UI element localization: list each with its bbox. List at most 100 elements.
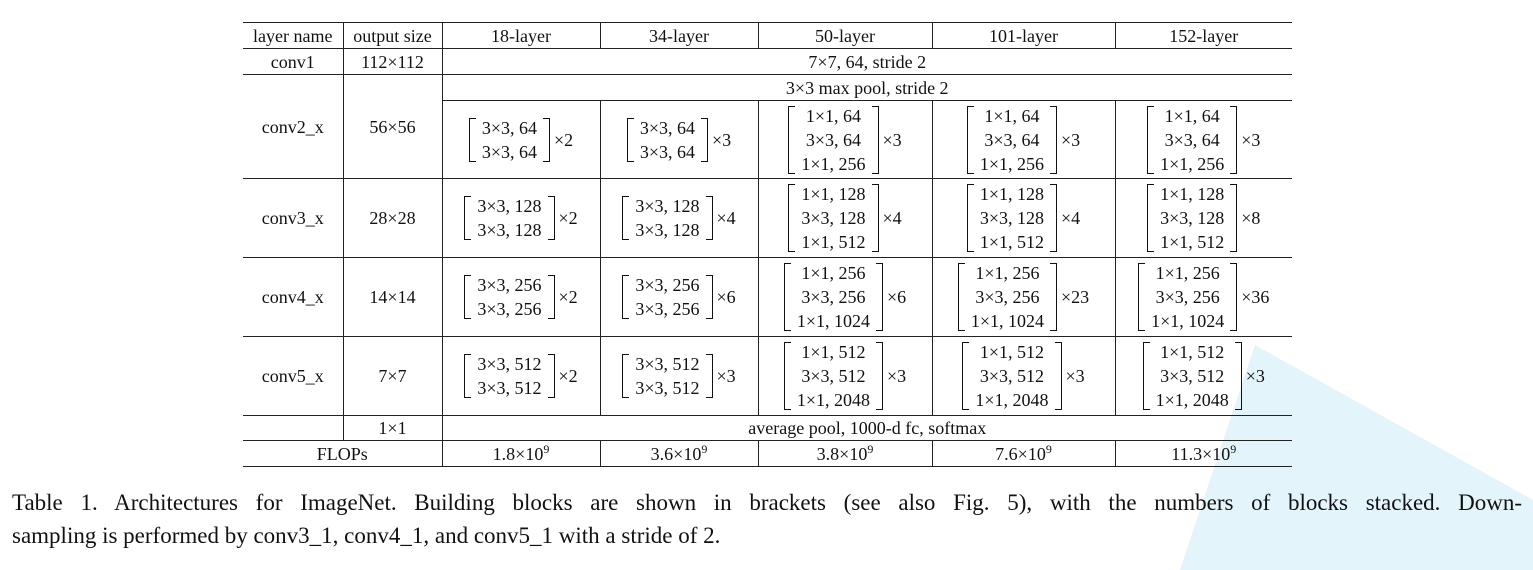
layer-name: conv1 bbox=[243, 48, 344, 75]
left-bracket bbox=[1147, 105, 1155, 174]
right-bracket bbox=[876, 342, 883, 410]
left-bracket bbox=[1142, 342, 1150, 410]
flops-value: 7.6×109 bbox=[931, 440, 1116, 467]
block-multiplier: ×2 bbox=[558, 208, 578, 228]
flops-base: 3.8×10 bbox=[816, 443, 868, 464]
block-multiplier: ×3 bbox=[712, 129, 732, 150]
block-layer: 3×3, 512 bbox=[477, 378, 542, 398]
block-layer: 3×3, 128 bbox=[477, 220, 542, 240]
left-bracket bbox=[622, 354, 630, 398]
right-bracket bbox=[1230, 105, 1238, 174]
right-bracket bbox=[701, 117, 708, 162]
block-multiplier: ×23 bbox=[1061, 287, 1090, 307]
left-bracket bbox=[464, 275, 472, 319]
output-size: 28×28 bbox=[342, 178, 443, 258]
block-multiplier: ×6 bbox=[716, 287, 736, 307]
conv1-row: conv1 112×112 7×7, 64, stride 2 bbox=[243, 48, 1292, 75]
block-multiplier: ×3 bbox=[1241, 129, 1261, 150]
right-bracket bbox=[1230, 184, 1238, 252]
block-layer: 1×1, 64 bbox=[984, 105, 1040, 126]
header-cell: layer name bbox=[243, 22, 344, 49]
left-bracket bbox=[966, 184, 974, 252]
block-layer: 1×1, 2048 bbox=[1155, 390, 1229, 410]
block-layer: 3×3, 128 bbox=[1160, 208, 1225, 228]
block-multiplier: ×6 bbox=[887, 287, 907, 307]
flops-base: 7.6×10 bbox=[995, 443, 1046, 464]
block-layer: 1×1, 512 bbox=[801, 232, 866, 252]
block-multiplier: ×2 bbox=[554, 129, 574, 150]
right-bracket bbox=[1050, 184, 1057, 252]
block-layer: 3×3, 512 bbox=[979, 366, 1044, 386]
block-layer: 3×3, 64 bbox=[1164, 129, 1220, 150]
flops-value: 3.6×109 bbox=[599, 440, 759, 467]
left-bracket bbox=[1138, 263, 1146, 331]
output-size: 14×14 bbox=[342, 257, 443, 337]
block-layer: 1×1, 64 bbox=[1164, 105, 1220, 126]
output-size: 7×7 bbox=[342, 336, 443, 416]
header-cell: output size bbox=[342, 22, 443, 49]
left-bracket bbox=[626, 117, 634, 162]
final-spec: average pool, 1000-d fc, softmax bbox=[441, 415, 1292, 441]
right-bracket bbox=[876, 263, 883, 331]
left-bracket bbox=[1147, 184, 1155, 252]
left-bracket bbox=[464, 196, 472, 240]
block-multiplier: ×3 bbox=[887, 366, 907, 386]
block-layer: 1×1, 1024 bbox=[796, 311, 870, 331]
block-layer: 3×3, 512 bbox=[635, 354, 700, 374]
flops-exponent: 9 bbox=[543, 441, 550, 456]
block-layer: 3×3, 128 bbox=[635, 196, 700, 216]
block-layer: 1×1, 128 bbox=[801, 184, 866, 204]
block-multiplier: ×4 bbox=[1061, 208, 1081, 228]
left-bracket bbox=[783, 263, 791, 331]
block-layer: 3×3, 256 bbox=[635, 299, 700, 319]
right-bracket bbox=[1230, 263, 1238, 331]
output-size: 56×56 bbox=[342, 74, 443, 179]
block-layer: 3×3, 256 bbox=[975, 287, 1040, 307]
block-multiplier: ×3 bbox=[1245, 366, 1265, 386]
flops-exponent: 9 bbox=[701, 441, 708, 456]
left-bracket bbox=[966, 105, 974, 174]
block-layer: 3×3, 64 bbox=[481, 141, 537, 162]
output-size: 1×1 bbox=[342, 415, 443, 441]
block-layer: 3×3, 256 bbox=[477, 275, 542, 295]
output-size: 112×112 bbox=[342, 48, 443, 75]
block-multiplier: ×8 bbox=[1241, 208, 1261, 228]
flops-value: 3.8×109 bbox=[757, 440, 933, 467]
right-bracket bbox=[547, 354, 555, 398]
layer-name: conv4_x bbox=[243, 257, 344, 337]
block-layer: 1×1, 256 bbox=[975, 263, 1040, 283]
